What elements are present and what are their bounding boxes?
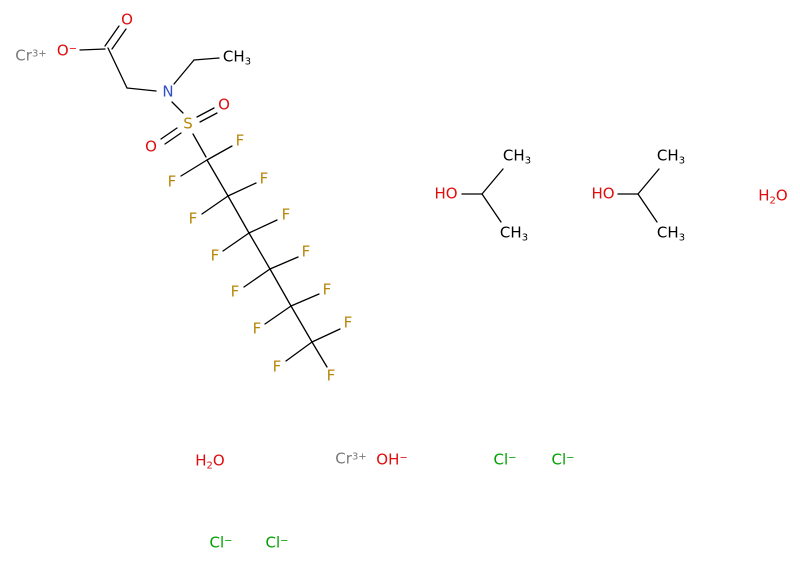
bond [227,195,250,234]
bond [193,57,220,61]
bond [285,341,313,362]
carbonyl-o-label: O [121,10,133,29]
ethyl-ch3-label: CH3 [222,47,252,67]
sulfonyl-o-left-label: O [145,137,157,156]
fluorine-label: F [167,172,177,191]
chromium-cation-label: Cr3+ [335,449,367,468]
bond [164,132,182,145]
bond [192,133,207,158]
bond [248,219,278,234]
bond [311,328,341,343]
carboxylate-o-minus-label: O− [56,41,78,60]
bond [171,101,184,114]
isopropanol-ch3-label: CH3 [499,223,529,243]
fluorine-label: F [281,205,291,224]
chloride-label: Cl− [265,533,289,552]
bond [126,87,157,92]
bond [269,268,292,307]
fluorine-label: F [272,357,282,376]
bond [248,232,271,270]
water-label: H2O [758,186,788,206]
bond [290,293,320,307]
fluorine-label: F [326,366,336,385]
bond [264,305,292,325]
hydroxyl-ho-label: HO [591,184,615,203]
fluorine-label: F [210,246,220,265]
bond [481,193,502,223]
bond [107,47,128,89]
bond [79,48,106,51]
bond [206,145,233,161]
fluorine-label: F [235,131,245,150]
fluorine-label: F [259,169,269,188]
bond [269,256,299,270]
bond [206,159,229,197]
bond [222,232,250,252]
bond [111,28,127,50]
bond [180,159,208,177]
hydroxyl-ho-label: HO [434,184,458,203]
chloride-label: Cl− [209,533,233,552]
bond [311,341,328,368]
chloride-label: Cl− [493,450,517,469]
fluorine-label: F [301,242,311,261]
isopropanol-ch3-label: CH3 [502,146,532,166]
bond [290,305,313,343]
hydroxide-label: OH− [376,450,408,469]
isopropanol-ch3-label: CH3 [656,146,686,166]
fluorine-label: F [188,209,198,228]
bond [201,195,229,215]
bond [173,59,195,85]
fluorine-label: F [343,313,353,332]
bond [637,168,660,195]
isopropanol-ch3-label: CH3 [656,223,686,243]
fluorine-label: F [230,282,240,301]
bond [243,268,271,288]
sulfonyl-o-right-label: O [218,95,230,114]
nitrogen-label: N [162,82,174,101]
bond [196,107,215,118]
bond [227,182,257,197]
fluorine-label: F [322,280,332,299]
bond [637,193,658,223]
chromium-cation-label: Cr3+ [15,46,47,65]
sulfur-label: S [183,114,193,133]
fluorine-label: F [252,319,262,338]
chloride-label: Cl− [551,450,575,469]
bond [199,112,218,123]
bond [104,25,120,47]
bond [160,127,178,140]
water-label: H2O [195,451,225,471]
bond [481,168,504,195]
